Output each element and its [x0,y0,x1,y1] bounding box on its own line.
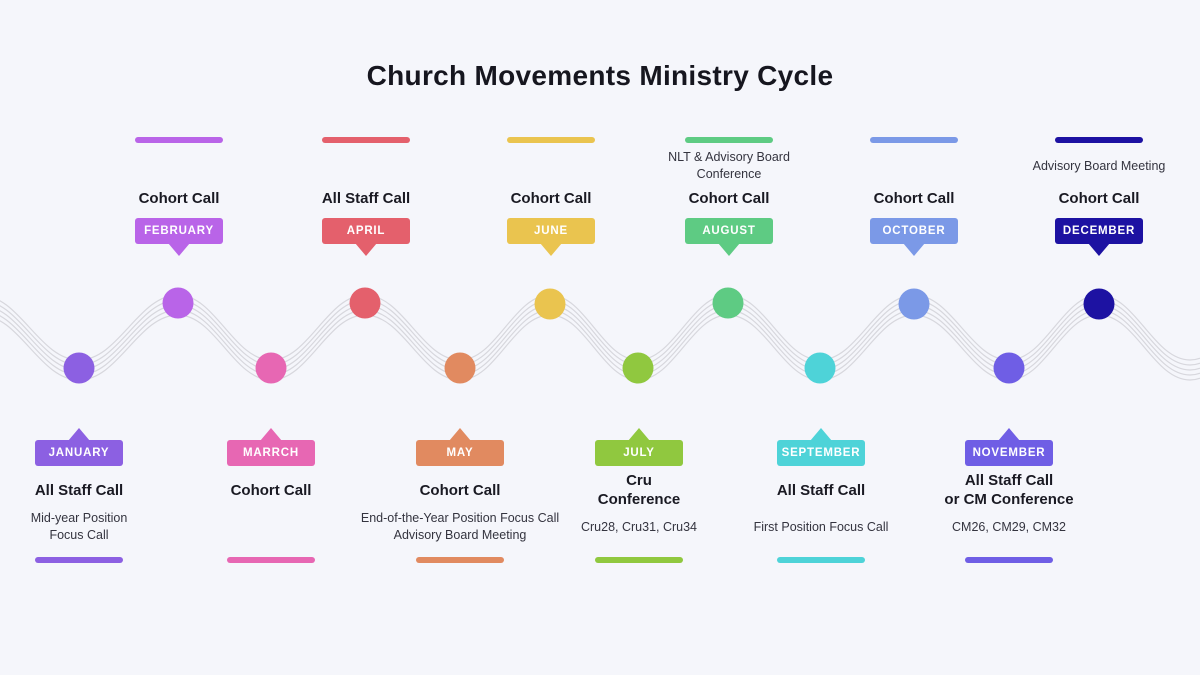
accent-bar [965,557,1053,563]
month-label: JUNE [507,218,595,244]
event-note: End-of-the-Year Position Focus Call Advi… [360,511,560,542]
month-dot-july [622,352,654,384]
tag-pointer-down-icon [168,243,190,256]
event-title: Cohort Call [510,189,592,207]
accent-bar [227,557,315,563]
month-dot-february [162,287,194,319]
month-tag: JULY [595,428,683,466]
month-label: FEBRUARY [135,218,223,244]
month-tag: JUNE [507,218,595,256]
tag-pointer-down-icon [718,243,740,256]
page-title: Church Movements Ministry Cycle [366,60,834,91]
event-title: All Staff Call [34,481,124,499]
month-dot-june [534,288,566,320]
tag-pointer-up-icon [628,428,650,441]
event-title: Cohort Call [1058,189,1140,207]
month-tag: MARRCH [227,428,315,466]
month-label: SEPTEMBER [777,440,865,466]
event-title: Cohort Call [873,189,955,207]
tag-pointer-down-icon [1088,243,1110,256]
month-column-june: Cohort Call JUNE [441,130,661,262]
accent-bar [322,137,410,143]
month-tag: AUGUST [685,218,773,256]
event-title: Cohort Call [138,189,220,207]
month-tag: JANUARY [35,428,123,466]
tag-pointer-up-icon [260,428,282,441]
month-column-september: SEPTEMBER All Staff Call First Position … [711,420,931,570]
month-tag: SEPTEMBER [777,428,865,466]
month-tag: NOVEMBER [965,428,1053,466]
month-dot-september [804,352,836,384]
month-tag: FEBRUARY [135,218,223,256]
accent-bar [1055,137,1143,143]
event-note: Cru28, Cru31, Cru34 [580,519,698,534]
tag-pointer-down-icon [355,243,377,256]
month-tag: OCTOBER [870,218,958,256]
month-tag: MAY [416,428,504,466]
month-label: MAY [416,440,504,466]
event-note: Mid-year Position Focus Call [30,511,128,542]
month-column-january: JANUARY All Staff Call Mid-year Position… [0,420,189,570]
tag-pointer-down-icon [903,243,925,256]
tag-pointer-up-icon [449,428,471,441]
month-dot-november [993,352,1025,384]
month-dot-october [898,288,930,320]
month-column-october: Cohort Call OCTOBER [804,130,1024,262]
month-column-november: NOVEMBER All Staff Call or CM Conference… [899,420,1119,570]
month-label: OCTOBER [870,218,958,244]
month-dot-august [712,287,744,319]
month-column-august: NLT & Advisory Board Conference Cohort C… [619,130,839,262]
accent-bar [870,137,958,143]
event-title: All Staff Call [321,189,411,207]
accent-bar [595,557,683,563]
month-label: NOVEMBER [965,440,1053,466]
month-label: DECEMBER [1055,218,1143,244]
tag-pointer-up-icon [998,428,1020,441]
event-title: Cohort Call [230,481,312,499]
month-label: APRIL [322,218,410,244]
month-column-december: Advisory Board Meeting Cohort Call DECEM… [989,130,1200,262]
month-column-february: Cohort Call FEBRUARY [69,130,289,262]
accent-bar [507,137,595,143]
month-label: JANUARY [35,440,123,466]
month-column-may: MAY Cohort Call End-of-the-Year Position… [350,420,570,570]
month-column-march: MARRCH Cohort Call [161,420,381,570]
month-dot-may [444,352,476,384]
tag-pointer-up-icon [810,428,832,441]
accent-bar [777,557,865,563]
accent-bar [35,557,123,563]
event-title: Cohort Call [688,189,770,207]
event-note: NLT & Advisory Board Conference [668,150,790,181]
event-title: All Staff Call or CM Conference [944,472,1074,508]
tag-pointer-up-icon [68,428,90,441]
tag-pointer-down-icon [540,243,562,256]
month-dot-april [349,287,381,319]
accent-bar [135,137,223,143]
month-tag: DECEMBER [1055,218,1143,256]
event-note: First Position Focus Call [753,519,889,534]
event-title: All Staff Call [776,481,866,499]
month-label: MARRCH [227,440,315,466]
month-dot-march [255,352,287,384]
event-title: Cru Conference [597,472,681,508]
month-tag: APRIL [322,218,410,256]
month-column-april: All Staff Call APRIL [256,130,476,262]
event-note: Advisory Board Meeting [1032,158,1166,173]
month-label: JULY [595,440,683,466]
month-label: AUGUST [685,218,773,244]
event-note: CM26, CM29, CM32 [952,519,1066,534]
month-column-july: JULY Cru Conference Cru28, Cru31, Cru34 [529,420,749,570]
month-dot-december [1083,288,1115,320]
accent-bar [416,557,504,563]
month-dot-january [63,352,95,384]
event-title: Cohort Call [419,481,501,499]
accent-bar [685,137,773,143]
